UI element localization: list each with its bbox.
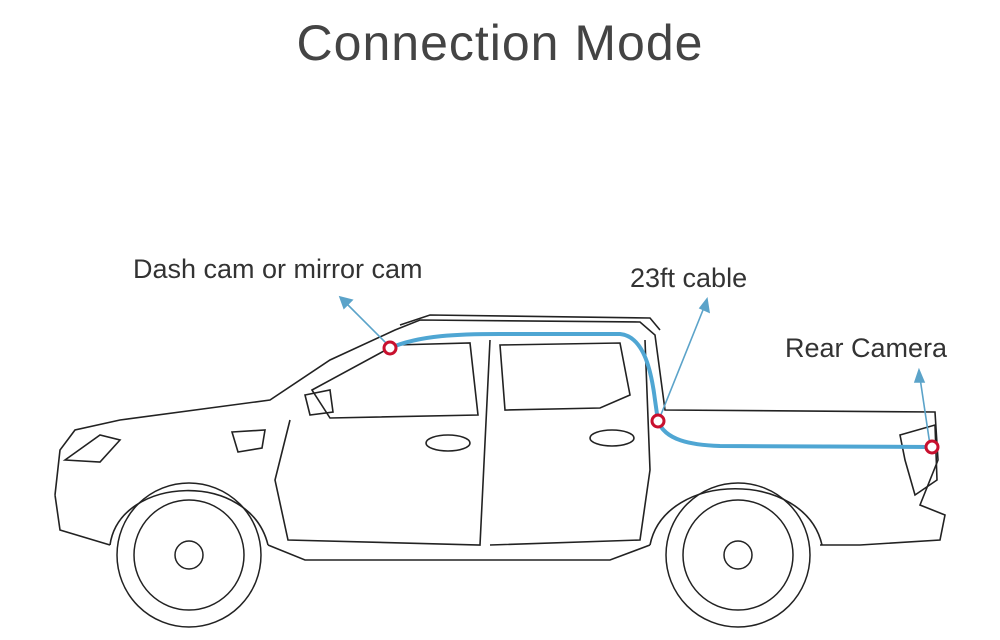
connector-rear-camera [924,439,940,455]
connector-cable [650,413,666,429]
label-cable: 23ft cable [630,263,748,293]
label-dash-cam: Dash cam or mirror cam [133,254,423,284]
wheel-rear-icon [665,482,811,628]
label-rear-camera: Rear Camera [785,333,948,363]
truck-outline-icon [54,314,946,561]
pointer-arrows [338,295,931,446]
connector-dash-cam [382,340,398,356]
cable-line [389,332,933,449]
page-title: Connection Mode [296,15,704,71]
wheel-front-icon [116,482,262,628]
